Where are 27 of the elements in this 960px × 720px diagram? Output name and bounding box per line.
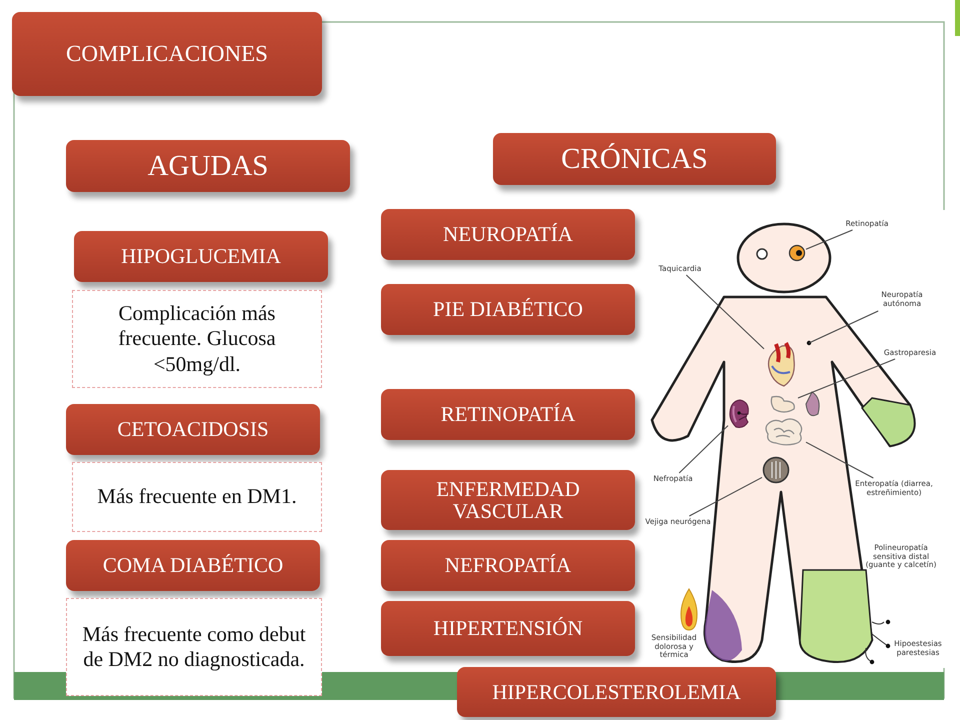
complication-box: PIE DIABÉTICO	[381, 284, 635, 335]
leader-line	[686, 274, 764, 350]
bladder-drawing	[762, 456, 790, 484]
leader-line	[808, 310, 879, 344]
complication-box: HIPERCOLESTEROLEMIA	[457, 667, 776, 717]
stomach-drawing	[768, 393, 798, 415]
leader-line	[798, 358, 896, 398]
leader-line	[688, 476, 762, 516]
category-box: CRÓNICAS	[493, 133, 776, 185]
description-text-box: Complicación más frecuente. Glucosa <50mg/dl.	[72, 290, 322, 388]
complication-box: ENFERMEDAD VASCULAR	[381, 470, 635, 530]
leader-line	[806, 230, 854, 250]
complication-box: HIPERTENSIÓN	[381, 601, 635, 656]
complication-box: NEUROPATÍA	[381, 209, 635, 260]
description-text-box: Más frecuente como debut de DM2 no diagnosticada.	[66, 598, 322, 696]
heading-box: COMPLICACIONES	[12, 12, 322, 96]
description-text-box: Más frecuente en DM1.	[72, 462, 322, 532]
leader-line	[678, 425, 728, 474]
complication-box: NEFROPATÍA	[381, 540, 635, 591]
leader-line	[806, 442, 874, 478]
kidney-drawing	[728, 398, 752, 430]
category-box: AGUDAS	[66, 140, 350, 192]
complication-box: COMA DIABÉTICO	[66, 540, 320, 591]
complication-box: RETINOPATÍA	[381, 389, 635, 440]
complication-box: HIPOGLUCEMIA	[74, 231, 328, 282]
complication-box: CETOACIDOSIS	[66, 404, 320, 455]
eye-drawing	[788, 244, 806, 262]
